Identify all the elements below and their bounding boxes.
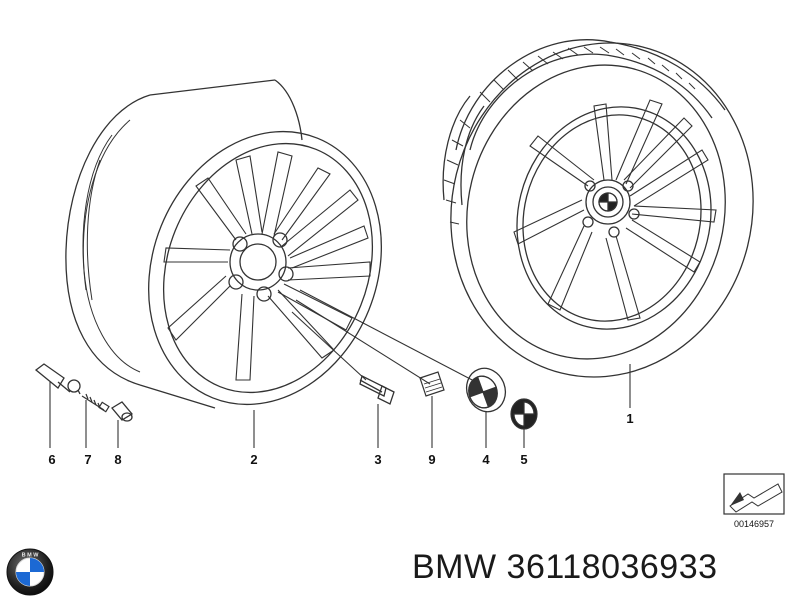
bmw-logo: B M W — [6, 548, 54, 596]
drawing-reference-box — [723, 473, 785, 515]
wheel-bolt — [359, 375, 395, 405]
callout-3: 3 — [374, 452, 381, 467]
callout-2: 2 — [250, 452, 257, 467]
valve-cap — [111, 401, 133, 422]
callout-1: 1 — [626, 411, 633, 426]
bmw-roundel-icon: B M W — [6, 548, 54, 596]
callout-9: 9 — [428, 452, 435, 467]
emblem — [510, 398, 538, 430]
part-title: BMW 36118036933 — [412, 548, 718, 587]
drawing-code: 00146957 — [734, 519, 774, 529]
logo-letters: B M W — [22, 553, 40, 559]
leader-lines — [49, 289, 631, 448]
callout-6: 6 — [48, 452, 55, 467]
hub-cap — [465, 367, 507, 413]
alloy-rim — [65, 79, 382, 409]
callout-4: 4 — [482, 452, 490, 467]
callout-8: 8 — [114, 452, 121, 467]
brand-name: BMW — [412, 548, 497, 586]
callout-5: 5 — [520, 452, 527, 467]
callout-7: 7 — [84, 452, 91, 467]
part-number: 36118036933 — [506, 548, 718, 586]
balance-weight — [419, 371, 445, 397]
valve-stem — [34, 363, 81, 395]
arrow-icon — [730, 492, 744, 506]
valve-core — [81, 393, 110, 413]
wheel-with-tyre — [442, 39, 754, 378]
